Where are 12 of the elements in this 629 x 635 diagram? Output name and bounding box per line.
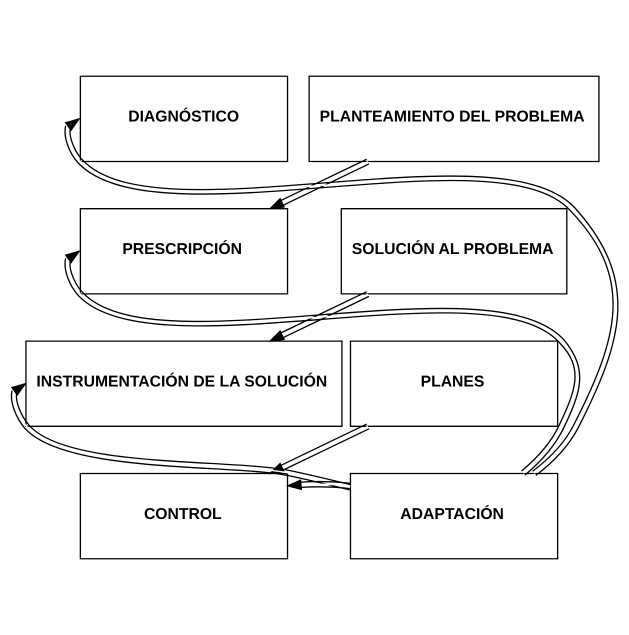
node-box: PLANTEAMIENTO DEL PROBLEMA [308,76,600,162]
node-box: PLANES [350,340,558,427]
node-box: ADAPTACIÓN [350,472,558,560]
arrow [268,158,370,210]
node-box: INSTRUMENTACIÓN DE LA SOLUCIÓN [25,340,343,427]
node-box: SOLUCIÓN AL PROBLEMA [340,208,568,295]
node-box: CONTROL [80,472,288,560]
arrow [286,479,351,490]
arrow [268,291,370,342]
node-box: PRESCRIPCIÓN [80,208,288,295]
node-box: DIAGNÓSTICO [80,76,288,162]
arrow [10,382,352,490]
